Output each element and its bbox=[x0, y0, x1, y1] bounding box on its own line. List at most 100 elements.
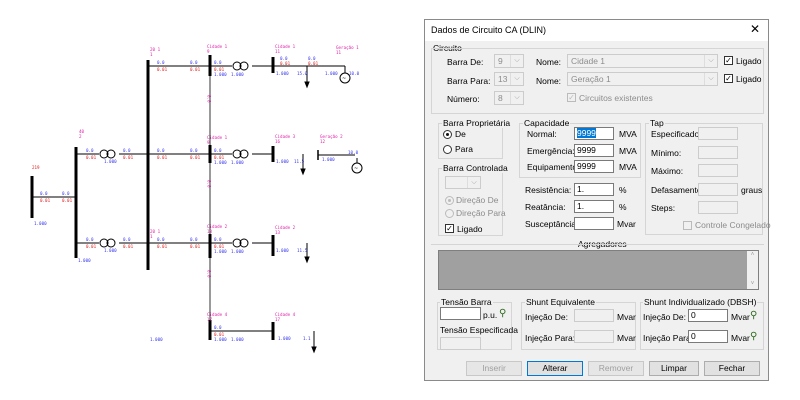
nome-de-combo[interactable]: Cidade 1⌵ bbox=[567, 54, 718, 68]
diagram-label: 12 bbox=[320, 139, 326, 144]
numero-combo[interactable]: 8⌵ bbox=[494, 91, 524, 105]
diagram-label: 0.0 bbox=[157, 148, 165, 153]
diagram-label: Cidade 1 bbox=[207, 44, 228, 49]
shunt-eq-injecao-para-input[interactable] bbox=[574, 330, 614, 343]
diagram-label: 0.01 bbox=[214, 155, 225, 160]
search-icon[interactable]: ⚲ bbox=[750, 310, 758, 321]
fechar-button[interactable]: Fechar bbox=[704, 361, 760, 376]
barra-para-combo[interactable]: 13⌵ bbox=[494, 72, 524, 86]
maximo-input[interactable] bbox=[698, 164, 738, 177]
nome-para-combo[interactable]: Geração 1⌵ bbox=[567, 72, 718, 86]
radio-de[interactable] bbox=[443, 130, 452, 139]
especificado-input[interactable] bbox=[698, 127, 738, 140]
diagram-label: 1.000 bbox=[214, 337, 227, 342]
barra-proprietaria-legend: Barra Proprietária bbox=[442, 118, 512, 128]
title-bar[interactable]: Dados de Circuito CA (DLIN) ✕ bbox=[425, 20, 768, 41]
chevron-down-icon: ⌵ bbox=[704, 73, 717, 85]
emergencia-input[interactable]: 9999 bbox=[574, 144, 614, 157]
chevron-down-icon: ⌵ bbox=[510, 92, 523, 104]
limpar-button[interactable]: Limpar bbox=[649, 361, 699, 376]
tensao-especificada-input[interactable] bbox=[440, 337, 481, 350]
dlin-dialog: Dados de Circuito CA (DLIN) ✕ Circuito B… bbox=[424, 19, 771, 381]
tensao-especificada-legend: Tensão Especificada bbox=[440, 325, 518, 335]
defasamento-label: Defasamento: bbox=[651, 185, 704, 195]
shunt-eq-injecao-de-input[interactable] bbox=[574, 309, 614, 322]
radio-direcao-de[interactable] bbox=[445, 196, 454, 205]
diagram-label: 0.0 bbox=[62, 191, 70, 196]
one-line-diagram[interactable]: ~ ~ 219 0.0 0.01 0.0 0.01 1.000 40 2 0.0… bbox=[0, 0, 420, 400]
diagram-label: 0.0 bbox=[123, 148, 131, 153]
shunt-ind-injecao-de-input[interactable]: 0 bbox=[688, 309, 728, 322]
controle-congelado-checkbox[interactable] bbox=[683, 221, 692, 230]
barra-controlada-legend: Barra Controlada bbox=[442, 163, 509, 173]
diagram-label: 1.000 bbox=[278, 336, 291, 341]
diagram-label: 1.000 bbox=[104, 159, 117, 164]
diagram-label: 1.000 bbox=[231, 249, 244, 254]
barra-de-combo[interactable]: 9⌵ bbox=[494, 54, 524, 68]
radio-para[interactable] bbox=[443, 145, 452, 154]
diagram-label: Cidade 1 bbox=[275, 44, 296, 49]
diagram-label: Geração 1 bbox=[336, 45, 359, 50]
diagram-label: 1.000 bbox=[214, 72, 227, 77]
close-icon[interactable]: ✕ bbox=[749, 22, 760, 36]
susceptancia-input[interactable] bbox=[574, 217, 614, 230]
diagram-label: 0.01 bbox=[214, 244, 225, 249]
agregadores-list[interactable]: ˄ ˅ bbox=[438, 250, 759, 290]
circuitos-existentes-checkbox[interactable]: ✓ bbox=[567, 93, 576, 102]
diagram-label: 0.01 bbox=[280, 61, 291, 66]
normal-input[interactable]: 9999 bbox=[574, 127, 614, 140]
radio-direcao-para[interactable] bbox=[445, 209, 454, 218]
diagram-label: 0.01 bbox=[86, 244, 97, 249]
steps-input[interactable] bbox=[698, 201, 738, 214]
ligado-controlada-checkbox[interactable]: ✓ bbox=[445, 224, 454, 233]
diagram-label: 0.01 bbox=[123, 155, 134, 160]
chevron-down-icon: ⌵ bbox=[704, 55, 717, 67]
remover-button[interactable]: Remover bbox=[588, 361, 644, 376]
nome-para-label: Nome: bbox=[536, 76, 562, 86]
pu-label: p.u. bbox=[483, 310, 498, 320]
diagram-label: 0.01 bbox=[157, 155, 168, 160]
agregadores-scrollbar[interactable]: ˄ ˅ bbox=[747, 251, 758, 289]
barra-controlada-combo[interactable]: ⌵ bbox=[445, 176, 481, 189]
inserir-button[interactable]: Inserir bbox=[466, 361, 522, 376]
diagram-label: 1.000 bbox=[214, 160, 227, 165]
diagram-label: 0.01 bbox=[190, 67, 201, 72]
ligado-de-checkbox[interactable]: ✓ bbox=[724, 56, 733, 65]
controle-congelado-label: Controle Congelado bbox=[695, 220, 771, 230]
diagram-label: 11.5 bbox=[297, 248, 308, 253]
diagram-label: 15.0 bbox=[297, 71, 308, 76]
resistencia-unit: % bbox=[619, 185, 627, 195]
alterar-button[interactable]: Alterar bbox=[527, 361, 583, 376]
minimo-input[interactable] bbox=[698, 146, 738, 159]
search-icon[interactable]: ⚲ bbox=[750, 331, 758, 342]
nome-de-label: Nome: bbox=[536, 57, 562, 67]
search-icon[interactable]: ⚲ bbox=[499, 308, 507, 319]
agregadores-separator bbox=[431, 244, 764, 245]
diagram-label: 0.0 bbox=[40, 191, 48, 196]
scroll-up-icon[interactable]: ˄ bbox=[750, 252, 755, 258]
ligado-para-label: Ligado bbox=[736, 74, 762, 84]
equipamento-input[interactable]: 9999 bbox=[574, 160, 614, 173]
scroll-down-icon[interactable]: ˅ bbox=[750, 281, 755, 287]
equipamento-unit: MVA bbox=[619, 162, 637, 172]
reatancia-input[interactable]: 1. bbox=[574, 200, 614, 213]
circuitos-existentes-label: Circuitos existentes bbox=[579, 93, 653, 103]
shunt-ind-injecao-para-input[interactable]: 0 bbox=[688, 330, 728, 343]
numero-label: Número: bbox=[447, 94, 480, 104]
normal-label: Normal: bbox=[527, 129, 557, 139]
emergencia-label: Emergência: bbox=[527, 146, 575, 156]
defasamento-input[interactable] bbox=[698, 183, 738, 196]
diagram-label: 1.000 bbox=[322, 157, 335, 162]
tensao-barra-input[interactable] bbox=[440, 307, 481, 320]
diagram-label: 9 bbox=[207, 49, 210, 54]
diagram-label: 1.000 bbox=[104, 248, 117, 253]
resistencia-input[interactable]: 1. bbox=[574, 183, 614, 196]
capacidade-legend: Capacidade bbox=[523, 118, 571, 128]
ligado-para-checkbox[interactable]: ✓ bbox=[724, 74, 733, 83]
diagram-label: 16 bbox=[275, 139, 281, 144]
diagram-label: 0.0 bbox=[214, 325, 222, 330]
diagram-label: 0.0 bbox=[206, 180, 212, 188]
circuito-group bbox=[431, 48, 764, 114]
direcao-para-label: Direção Para bbox=[456, 208, 506, 218]
resistencia-label: Resistência: bbox=[525, 185, 572, 195]
